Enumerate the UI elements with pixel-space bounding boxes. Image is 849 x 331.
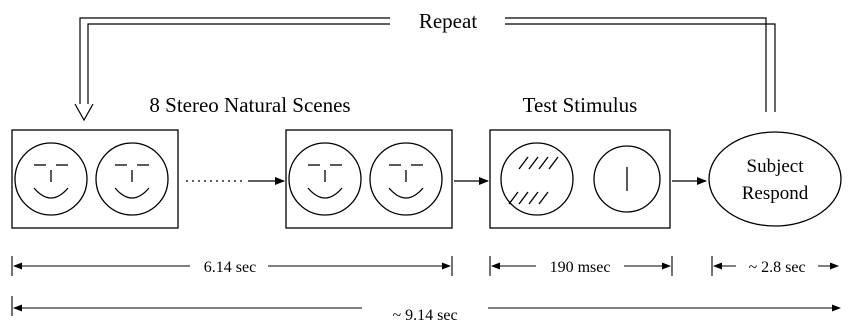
stereo-scene-panel-first <box>11 129 179 229</box>
response-duration-label: ~ 2.8 sec <box>748 259 805 276</box>
smiley-face-icon <box>369 142 443 216</box>
test-duration-label: 190 msec <box>550 259 611 276</box>
natural-scenes-label: 8 Stereo Natural Scenes <box>149 93 350 117</box>
respond-label: Respond <box>742 183 809 204</box>
subject-respond-node: Subject Respond <box>708 131 842 227</box>
scenes-duration-label: 6.14 sec <box>204 259 256 276</box>
smiley-face-icon <box>14 142 88 216</box>
stereo-scene-panel-last <box>285 129 453 229</box>
test-stimulus-panel <box>489 129 671 229</box>
total-duration-label: ~ 9.14 sec <box>392 307 457 324</box>
smiley-face-icon <box>288 142 362 216</box>
response-duration-bracket <box>711 256 839 276</box>
smiley-face-icon <box>95 142 169 216</box>
scenes-duration-bracket <box>11 256 453 276</box>
repeat-label: Repeat <box>419 9 477 33</box>
subject-label: Subject <box>747 156 805 177</box>
vertical-bar-circle-icon <box>593 145 661 213</box>
total-duration-bracket <box>11 296 841 316</box>
test-duration-bracket <box>489 256 673 276</box>
test-stimulus-label: Test Stimulus <box>523 93 638 117</box>
repeat-loop-arrow <box>74 17 776 122</box>
hatched-circle-icon <box>500 142 574 216</box>
